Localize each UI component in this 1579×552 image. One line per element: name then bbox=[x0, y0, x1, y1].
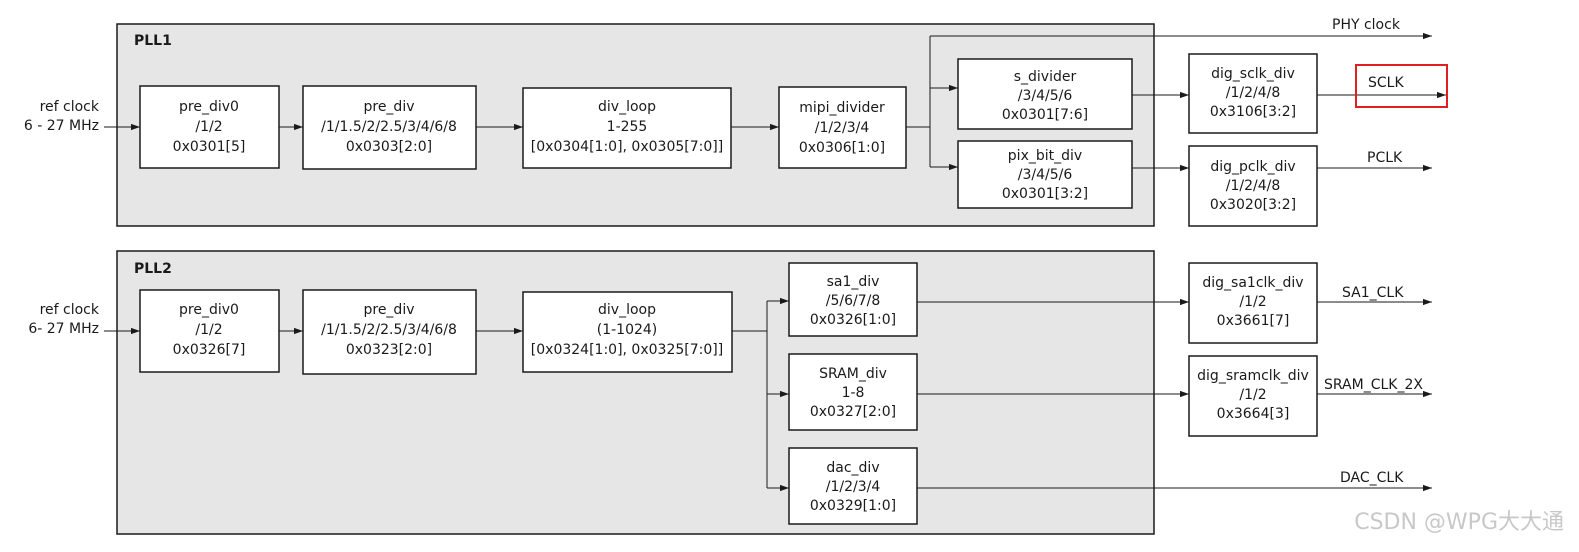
block-line: pix_bit_div bbox=[1008, 148, 1082, 164]
pll1-s-divider-block: s_divider /3/4/5/6 0x0301[7:6] bbox=[957, 58, 1133, 130]
block-line: div_loop bbox=[598, 99, 656, 115]
block-line: [0x0324[1:0], 0x0325[7:0]] bbox=[531, 342, 723, 358]
block-line: div_loop bbox=[598, 302, 656, 318]
pll2-pre-div0-block: pre_div0 /1/2 0x0326[7] bbox=[139, 289, 280, 373]
pll1-title: PLL1 bbox=[134, 33, 172, 49]
block-line: dac_div bbox=[826, 460, 879, 476]
block-line: s_divider bbox=[1014, 69, 1077, 85]
block-line: SRAM_div bbox=[819, 366, 887, 382]
dig-sa1clk-div-block: dig_sa1clk_div /1/2 0x3661[7] bbox=[1188, 262, 1318, 344]
pll2-pre-div-block: pre_div /1/1.5/2/2.5/3/4/6/8 0x0323[2:0] bbox=[302, 289, 477, 375]
block-line: dig_sclk_div bbox=[1211, 66, 1295, 82]
block-line: 0x3020[3:2] bbox=[1210, 197, 1296, 213]
watermark-text: CSDN @WPG大大通 bbox=[1354, 510, 1564, 535]
pll2-title: PLL2 bbox=[134, 261, 172, 277]
pclk-label: PCLK bbox=[1367, 150, 1403, 166]
block-line: [0x0304[1:0], 0x0305[7:0]] bbox=[531, 139, 723, 155]
sclk-label: SCLK bbox=[1368, 75, 1404, 91]
block-line: /1/1.5/2/2.5/3/4/6/8 bbox=[321, 119, 457, 135]
block-line: /1/2 bbox=[1239, 387, 1266, 403]
block-line: sa1_div bbox=[827, 274, 880, 290]
block-line: 0x3106[3:2] bbox=[1210, 104, 1296, 120]
block-line: pre_div bbox=[363, 302, 414, 318]
pll2-div-loop-block: div_loop (1-1024) [0x0324[1:0], 0x0325[7… bbox=[522, 291, 733, 373]
block-line: /1/2/3/4 bbox=[815, 120, 870, 136]
dig-pclk-div-block: dig_pclk_div /1/2/4/8 0x3020[3:2] bbox=[1188, 145, 1318, 227]
block-line: dig_sramclk_div bbox=[1197, 368, 1309, 384]
block-line: 0x0323[2:0] bbox=[346, 342, 432, 358]
block-line: /1/2/4/8 bbox=[1226, 178, 1281, 194]
pll2-ref-clock-range: 6- 27 MHz bbox=[28, 321, 99, 337]
block-line: pre_div0 bbox=[179, 302, 239, 318]
pll2-sram-div-block: SRAM_div 1-8 0x0327[2:0] bbox=[788, 353, 918, 431]
pll2-dac-div-block: dac_div /1/2/3/4 0x0329[1:0] bbox=[788, 447, 918, 525]
pll2-sa1-div-block: sa1_div /5/6/7/8 0x0326[1:0] bbox=[788, 262, 918, 337]
block-line: /5/6/7/8 bbox=[826, 293, 881, 309]
sa1-clk-label: SA1_CLK bbox=[1342, 285, 1404, 301]
sram-clk-2x-label: SRAM_CLK_2X bbox=[1324, 377, 1423, 393]
pll1-mipi-bus bbox=[906, 36, 931, 167]
dac-clk-label: DAC_CLK bbox=[1340, 470, 1404, 486]
block-line: mipi_divider bbox=[799, 100, 885, 116]
block-line: 1-255 bbox=[607, 119, 648, 135]
block-line: 0x0303[2:0] bbox=[346, 139, 432, 155]
sclk-highlight-box bbox=[1355, 64, 1448, 108]
pll1-ref-clock-label: ref clock bbox=[40, 99, 100, 115]
block-line: 0x0301[5] bbox=[173, 139, 246, 155]
block-line: dig_sa1clk_div bbox=[1202, 275, 1303, 291]
pll2-ref-clock-label: ref clock bbox=[40, 302, 100, 318]
block-line: /1/1.5/2/2.5/3/4/6/8 bbox=[321, 322, 457, 338]
pll1-pre-div0-block: pre_div0 /1/2 0x0301[5] bbox=[139, 85, 280, 169]
dig-sramclk-div-block: dig_sramclk_div /1/2 0x3664[3] bbox=[1188, 355, 1318, 437]
block-line: pre_div bbox=[363, 99, 414, 115]
block-line: /1/2/3/4 bbox=[826, 479, 881, 495]
block-line: 1-8 bbox=[842, 385, 865, 401]
block-line: 0x0329[1:0] bbox=[810, 498, 896, 514]
phy-clock-label: PHY clock bbox=[1332, 17, 1401, 33]
pll1-ref-clock-range: 6 - 27 MHz bbox=[24, 118, 99, 134]
block-line: /3/4/5/6 bbox=[1018, 88, 1073, 104]
block-line: /1/2 bbox=[1239, 294, 1266, 310]
pll1-mipi-divider-block: mipi_divider /1/2/3/4 0x0306[1:0] bbox=[778, 86, 907, 169]
pll1-div-loop-block: div_loop 1-255 [0x0304[1:0], 0x0305[7:0]… bbox=[522, 87, 732, 169]
block-line: 0x0301[7:6] bbox=[1002, 107, 1088, 123]
block-line: 0x0327[2:0] bbox=[810, 404, 896, 420]
block-line: 0x0326[7] bbox=[173, 342, 246, 358]
block-line: dig_pclk_div bbox=[1210, 159, 1295, 175]
block-line: /1/2 bbox=[195, 322, 222, 338]
dig-sclk-div-block: dig_sclk_div /1/2/4/8 0x3106[3:2] bbox=[1188, 53, 1318, 134]
block-line: 0x0301[3:2] bbox=[1002, 186, 1088, 202]
pll1-pre-div-block: pre_div /1/1.5/2/2.5/3/4/6/8 0x0303[2:0] bbox=[302, 85, 477, 170]
pll1-pix-bit-div-block: pix_bit_div /3/4/5/6 0x0301[3:2] bbox=[957, 140, 1133, 209]
block-line: 0x3661[7] bbox=[1217, 313, 1290, 329]
block-line: pre_div0 bbox=[179, 99, 239, 115]
block-line: 0x3664[3] bbox=[1217, 406, 1290, 422]
block-line: 0x0326[1:0] bbox=[810, 312, 896, 328]
block-line: /1/2 bbox=[195, 119, 222, 135]
block-line: 0x0306[1:0] bbox=[799, 140, 885, 156]
block-line: (1-1024) bbox=[597, 322, 658, 338]
block-line: /3/4/5/6 bbox=[1018, 167, 1073, 183]
block-line: /1/2/4/8 bbox=[1226, 85, 1281, 101]
